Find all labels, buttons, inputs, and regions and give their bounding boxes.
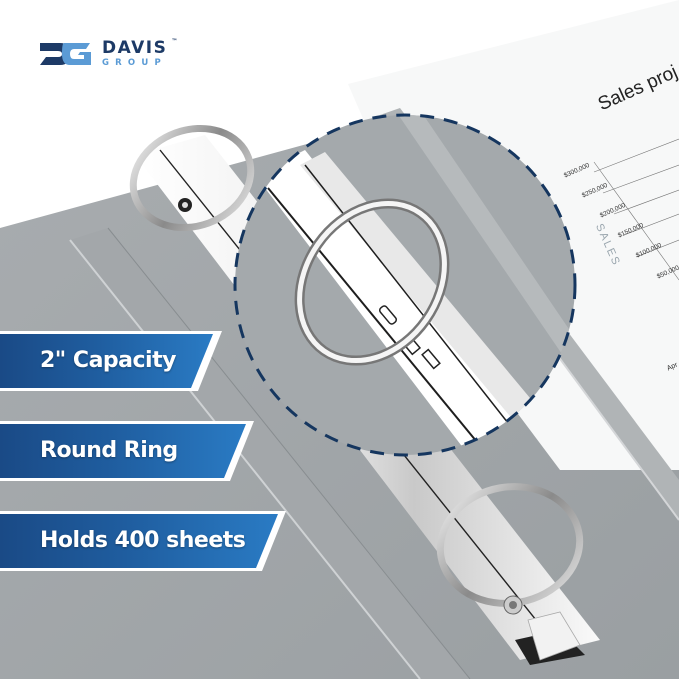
feature-banner-ring: Round Ring: [0, 421, 254, 481]
zoom-detail: [235, 115, 575, 455]
trademark: ™: [171, 38, 178, 46]
dg-logo-icon: [40, 43, 91, 65]
ring-top: [129, 124, 255, 232]
feature-label: 2" Capacity: [40, 348, 176, 373]
brand-name-text: DAVIS: [102, 38, 168, 59]
feature-banner-sheets: Holds 400 sheets: [0, 511, 286, 571]
feature-banner-capacity: 2" Capacity: [0, 331, 222, 391]
zoom-circle-outline: [233, 113, 577, 457]
feature-label: Round Ring: [40, 438, 178, 463]
brand-subname: GROUP: [102, 58, 167, 69]
feature-label: Holds 400 sheets: [40, 528, 246, 553]
